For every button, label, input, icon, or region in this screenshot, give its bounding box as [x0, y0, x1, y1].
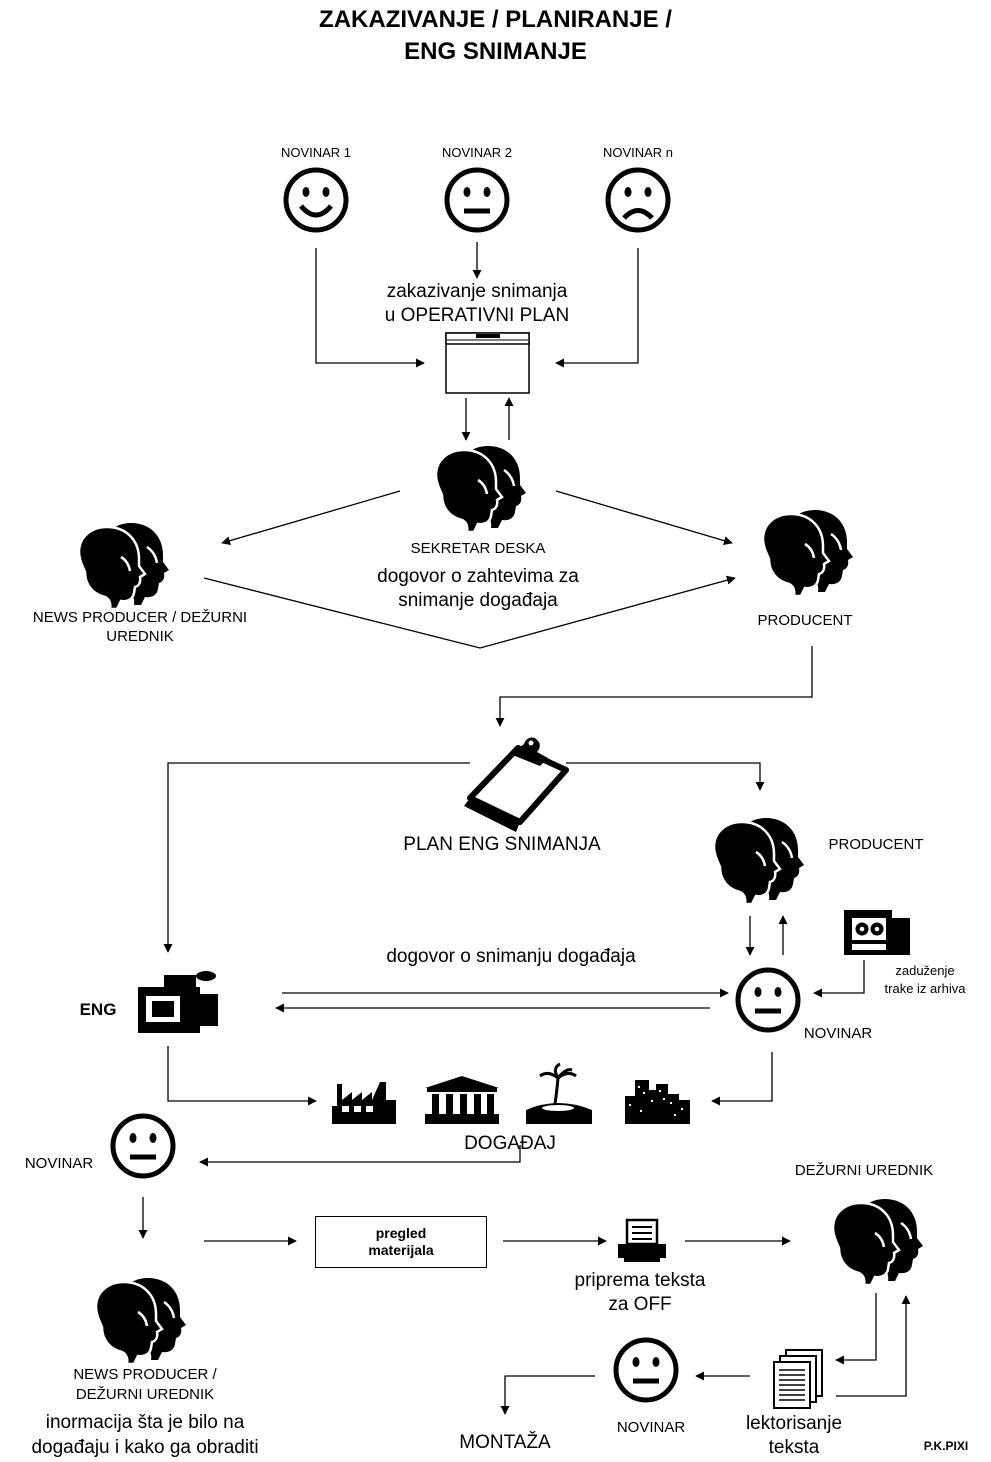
- novinar-bottom-face-icon: [616, 1340, 676, 1400]
- desk-secretary-label: SEKRETAR DESKA: [410, 540, 546, 557]
- scheduling-line-1: zakazivanje snimanja: [386, 281, 568, 302]
- printer-icon: [618, 1218, 666, 1262]
- smiley-sad-icon: [605, 167, 671, 233]
- producer-top-label: PRODUCENT: [757, 612, 853, 629]
- plan-label: PLAN ENG SNIMANJA: [403, 834, 601, 855]
- operative-plan-window-icon: [445, 332, 530, 394]
- clipboard-icon: [464, 737, 569, 832]
- desk-agreement-line-1: dogovor o zahtevima za: [377, 566, 579, 587]
- montage-label: MONTAŽA: [459, 1432, 551, 1453]
- document-stack-icon: [773, 1349, 823, 1409]
- novinar-n-label: NOVINAR n: [602, 145, 674, 160]
- news-producer-bottom-line-1: NEWS PRODUCER /: [73, 1366, 217, 1383]
- news-producer-bottom-info-2: događaju i kako ga obraditi: [31, 1437, 259, 1458]
- novinar-mid-face-icon: [738, 970, 798, 1030]
- novinar-mid-label: NOVINAR: [803, 1025, 873, 1042]
- tape-line-1: zaduženje: [895, 963, 955, 978]
- title-line-2: ENG SNIMANJE: [404, 38, 587, 65]
- novinar-1-label: NOVINAR 1: [280, 145, 352, 160]
- city-icon: [625, 1080, 690, 1124]
- novinar-2-label: NOVINAR 2: [441, 145, 513, 160]
- review-material-box: pregled materijala: [315, 1216, 487, 1268]
- producer-mid-label: PRODUCENT: [828, 836, 924, 853]
- news-producer-people-icon: [77, 521, 171, 611]
- duty-editor-label: DEŽURNI UREDNIK: [794, 1162, 934, 1179]
- eng-label: ENG: [79, 1000, 117, 1019]
- news-producer-top-line-1: NEWS PRODUCER / DEŽURNI: [32, 609, 248, 626]
- prep-line-2: za OFF: [608, 1294, 672, 1315]
- novinar-left-label: NOVINAR: [24, 1155, 94, 1172]
- desk-secretary-people-icon: [434, 444, 528, 534]
- news-producer-bottom-line-2: DEŽURNI UREDNIK: [75, 1386, 215, 1403]
- producer-people-icon: [761, 508, 855, 598]
- smiley-happy-icon: [283, 167, 349, 233]
- novinar-bottom-label: NOVINAR: [616, 1419, 686, 1436]
- duty-editor-people-icon: [831, 1197, 925, 1287]
- factory-icon: [332, 1082, 396, 1124]
- news-producer-top-line-2: UREDNIK: [106, 628, 174, 645]
- proof-line-2: teksta: [768, 1437, 820, 1458]
- tape-cassette-icon: [844, 910, 910, 955]
- tape-line-2: trake iz arhiva: [884, 981, 966, 996]
- producer-mid-people-icon: [712, 816, 806, 906]
- proof-line-1: lektorisanje: [745, 1413, 843, 1434]
- institution-building-icon: [425, 1076, 499, 1124]
- prep-line-1: priprema teksta: [574, 1270, 706, 1291]
- event-label: DOGAĐAJ: [464, 1133, 556, 1154]
- desk-agreement-line-2: snimanje događaja: [398, 590, 558, 611]
- news-producer-bottom-info-1: inormacija šta je bilo na: [45, 1412, 245, 1433]
- novinar-left-face-icon: [113, 1116, 173, 1176]
- camera-icon: [138, 971, 218, 1033]
- credit-label: P.K.PIXI: [923, 1439, 969, 1453]
- island-icon: [526, 1062, 592, 1124]
- news-producer-bottom-people-icon: [94, 1276, 188, 1366]
- review-line-2: materijala: [368, 1242, 434, 1258]
- title-line-1: ZAKAZIVANJE / PLANIRANJE /: [319, 6, 672, 33]
- smiley-neutral-icon: [447, 170, 507, 230]
- review-line-1: pregled: [375, 1225, 427, 1242]
- eng-agreement-label: dogovor o snimanju događaja: [386, 946, 636, 967]
- scheduling-line-2: u OPERATIVNI PLAN: [384, 305, 570, 326]
